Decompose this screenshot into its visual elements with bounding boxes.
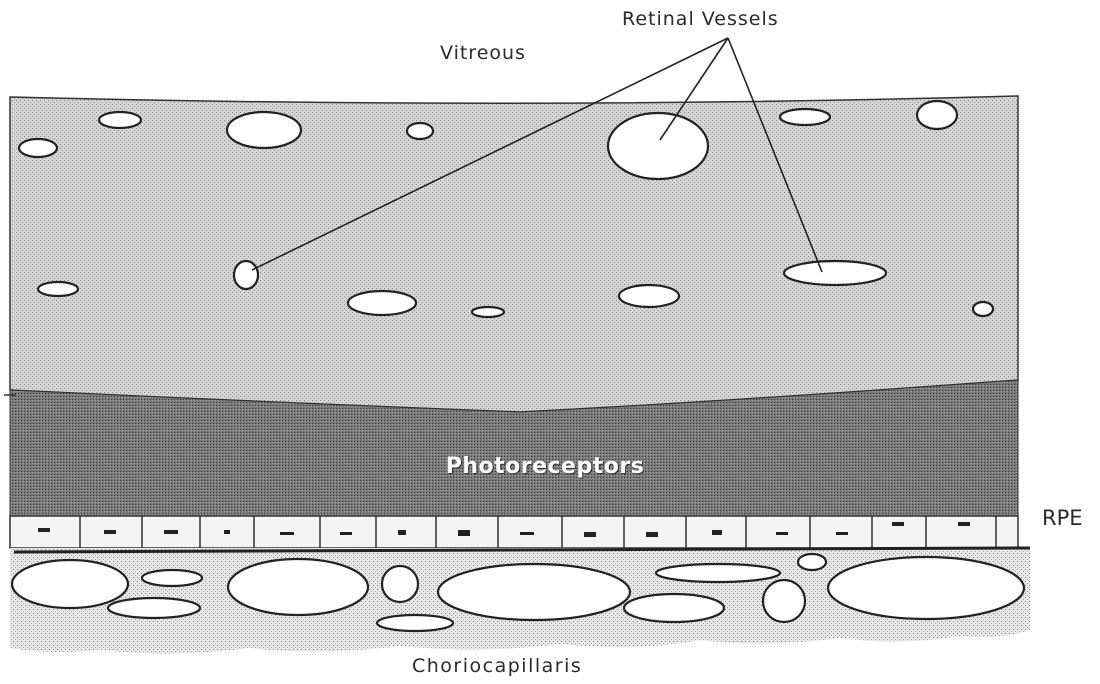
rpe-label: RPE bbox=[1042, 506, 1083, 530]
retinal-vessels-label: Retinal Vessels bbox=[622, 8, 779, 30]
photoreceptors-label: Photoreceptors bbox=[0, 454, 1100, 479]
inner-retina-layer bbox=[10, 96, 1018, 412]
rpe-cell-row bbox=[10, 516, 1018, 548]
choriocapillaris-label: Choriocapillaris bbox=[412, 655, 582, 677]
vitreous-label: Vitreous bbox=[440, 42, 526, 64]
